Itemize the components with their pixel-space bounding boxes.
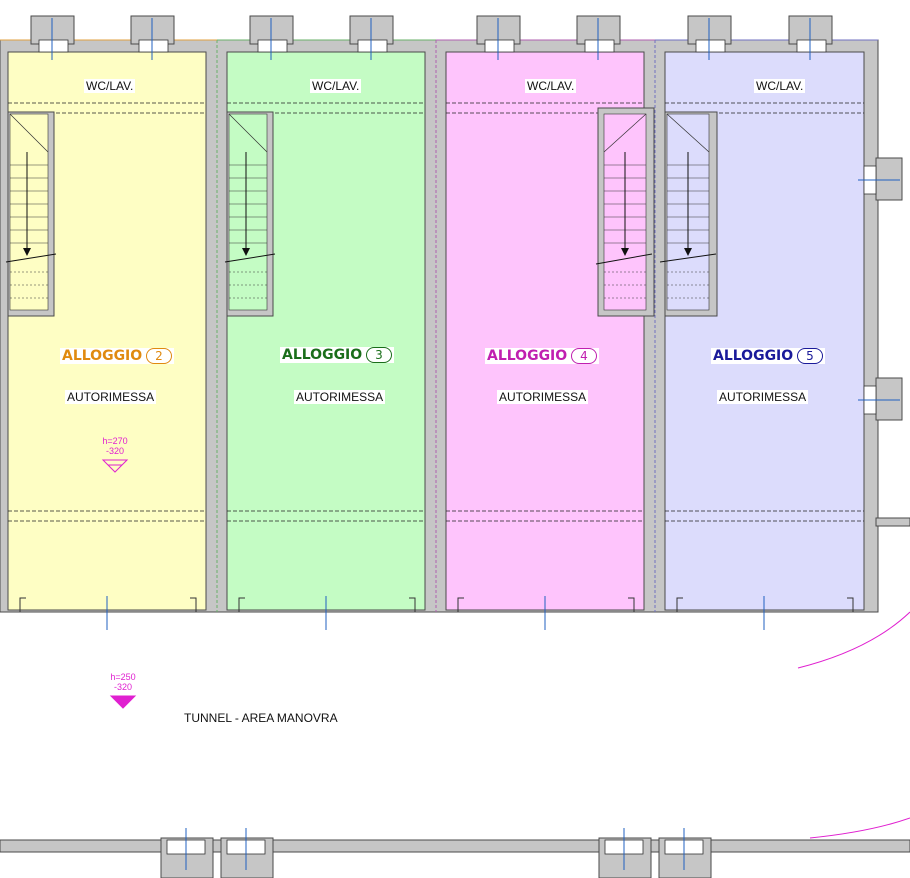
level-marker-1: h=270 -320	[96, 436, 134, 456]
top-window-niches	[30, 15, 833, 45]
level-marker-triangle-2	[109, 695, 137, 709]
room-label-unit-5: AUTORIMESSA	[717, 390, 809, 404]
tunnel-bottom-wall	[0, 839, 910, 853]
level-marker-triangle-1	[101, 459, 129, 473]
unit-title-4: ALLOGGIO 4	[485, 348, 599, 364]
room-label-unit-4: AUTORIMESSA	[497, 390, 589, 404]
staircase-unit-3	[224, 111, 276, 317]
unit-title-text: ALLOGGIO	[487, 348, 568, 364]
unit-number-badge: 2	[146, 348, 172, 364]
unit-title-5: ALLOGGIO 5	[711, 348, 825, 364]
wc-label-unit-3: WC/LAV.	[310, 79, 362, 93]
turning-arc-bottom	[809, 817, 910, 839]
wc-label-unit-5: WC/LAV.	[754, 79, 806, 93]
room-label-unit-2: AUTORIMESSA	[65, 390, 157, 404]
unit-title-text: ALLOGGIO	[282, 347, 363, 363]
unit-number-badge: 4	[571, 348, 597, 364]
room-label-unit-3: AUTORIMESSA	[294, 390, 386, 404]
staircase-unit-4	[595, 107, 655, 317]
level-marker-2: h=250 -320	[104, 672, 142, 692]
unit-title-text: ALLOGGIO	[62, 348, 143, 364]
staircase-unit-5	[659, 111, 718, 317]
staircase-unit-2	[5, 111, 57, 317]
level-elevation: -320	[113, 682, 132, 692]
level-height: h=250	[110, 672, 136, 682]
unit-title-2: ALLOGGIO 2	[60, 348, 174, 364]
tunnel-label: TUNNEL - AREA MANOVRA	[184, 711, 338, 725]
turning-arc-top	[797, 611, 910, 669]
level-elevation: -320	[105, 446, 124, 456]
unit-title-text: ALLOGGIO	[713, 348, 794, 364]
wc-label-unit-2: WC/LAV.	[84, 79, 136, 93]
level-height: h=270	[102, 436, 128, 446]
unit-number-badge: 5	[797, 348, 823, 364]
side-window-niches	[875, 157, 910, 527]
wc-label-unit-4: WC/LAV.	[525, 79, 577, 93]
unit-number-badge: 3	[366, 347, 392, 363]
unit-title-3: ALLOGGIO 3	[280, 347, 394, 363]
